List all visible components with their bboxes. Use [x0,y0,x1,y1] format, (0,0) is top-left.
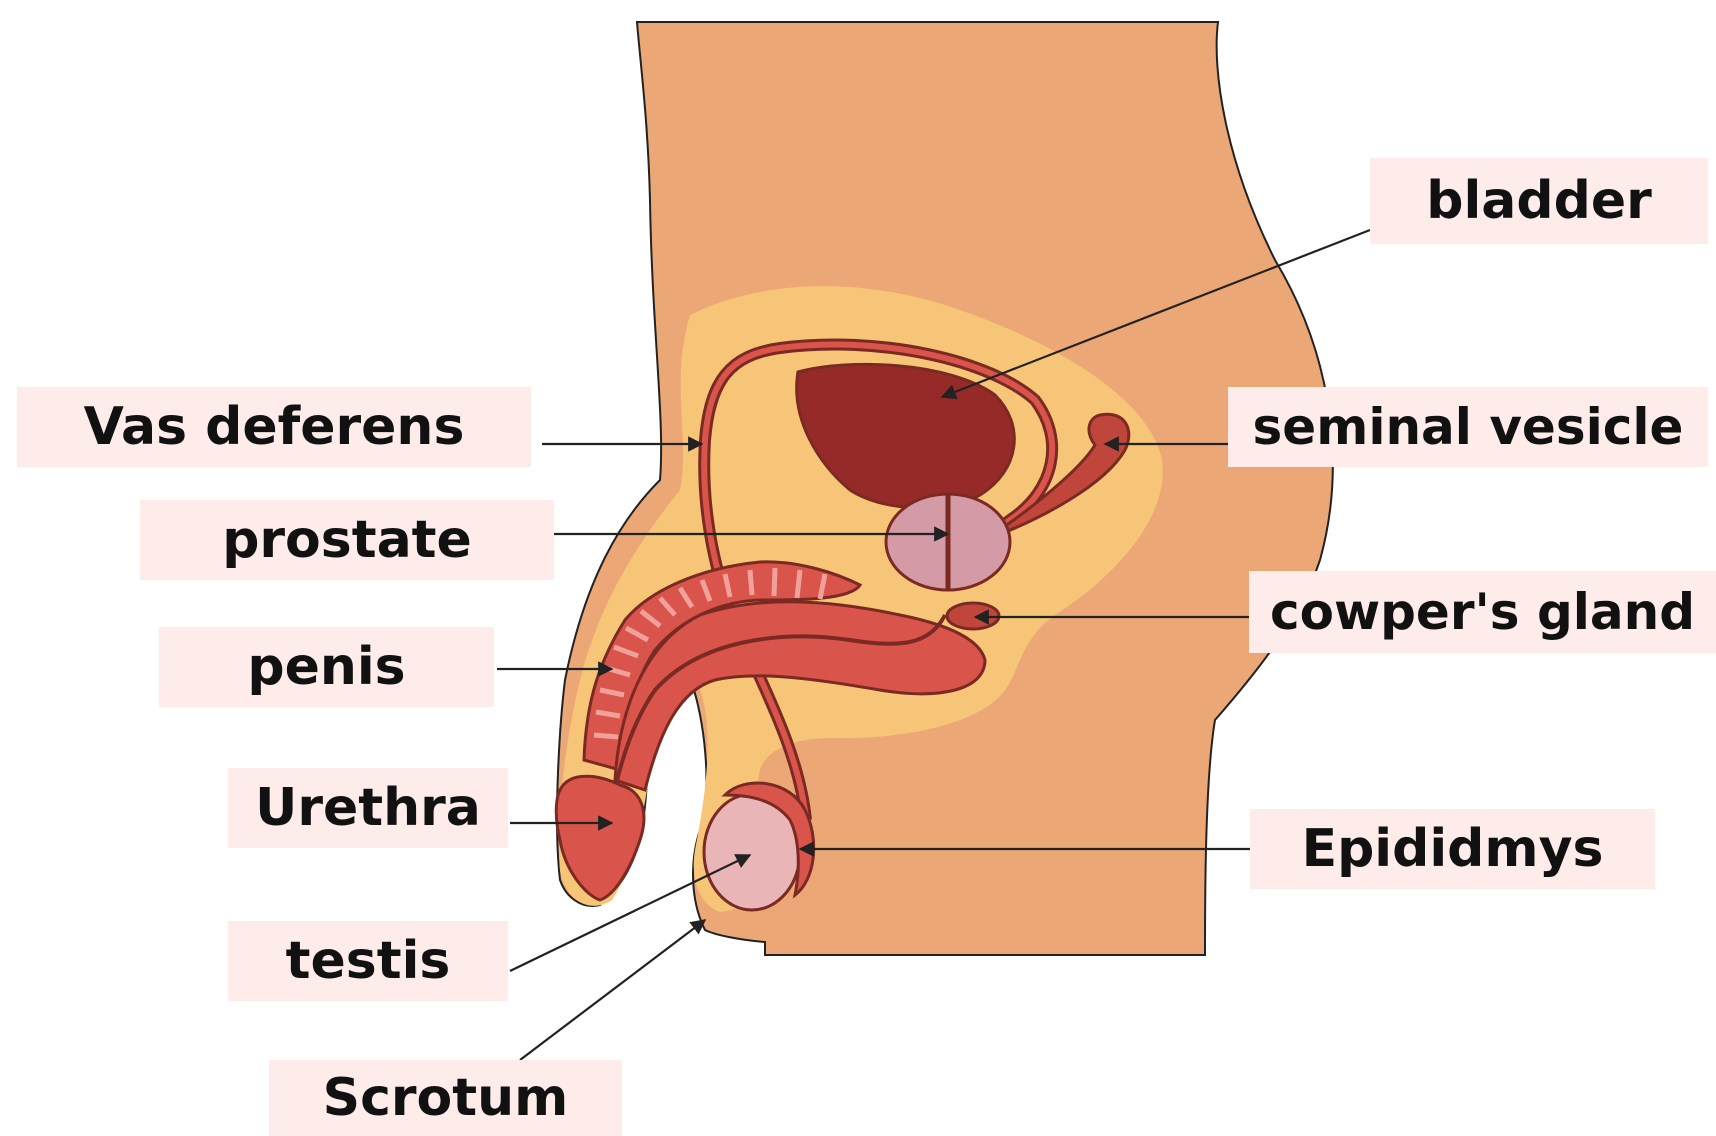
label-cowpers-gland: cowper's gland [1249,571,1716,653]
label-penis: penis [159,627,494,707]
label-prostate: prostate [140,500,554,580]
arrow-scrotum [520,920,705,1060]
label-bladder: bladder [1370,158,1708,244]
label-urethra: Urethra [228,768,508,848]
label-scrotum: Scrotum [269,1060,622,1136]
label-vas-deferens: Vas deferens [17,387,531,467]
label-testis: testis [228,921,508,1001]
label-seminal-vesicle: seminal vesicle [1228,387,1708,467]
label-epididymis: Epididmys [1250,809,1655,889]
